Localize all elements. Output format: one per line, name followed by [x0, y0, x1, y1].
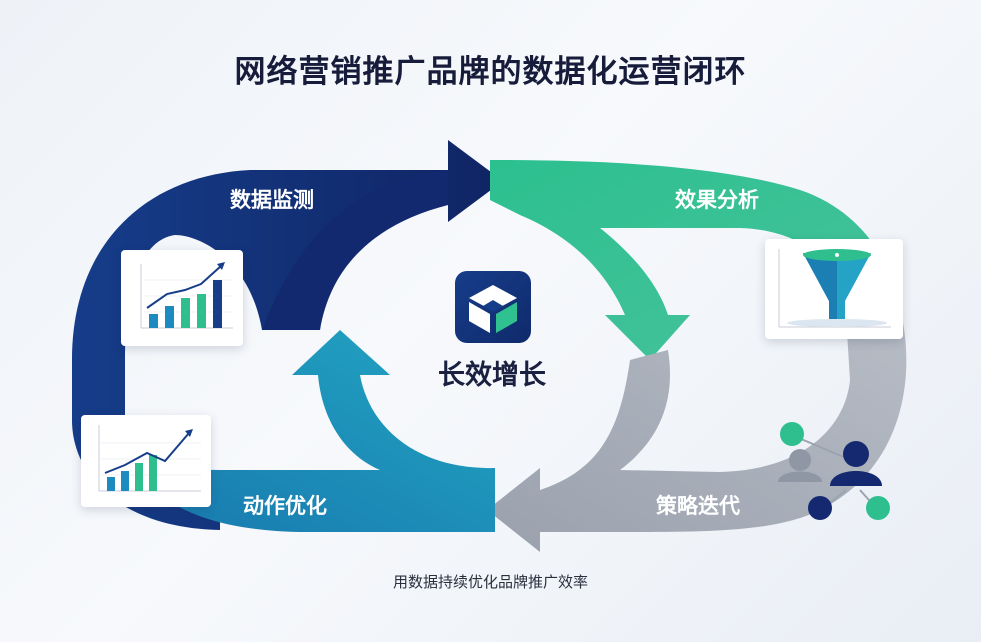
- chart-card-optimize: [81, 415, 211, 507]
- stage-label-analysis: 效果分析: [675, 188, 759, 212]
- bar-line-chart-icon: [98, 425, 201, 492]
- cube-logo-icon: [455, 271, 531, 343]
- team-card-iteration: [764, 420, 896, 526]
- stage-arrow-monitor-inner: [262, 170, 448, 330]
- stage-label-monitor: 数据监测: [230, 188, 314, 212]
- funnel-chart-icon: [778, 249, 891, 328]
- team-network-icon: [778, 422, 890, 520]
- page-title: 网络营销推广品牌的数据化运营闭环: [234, 54, 747, 90]
- center-label: 长效增长: [438, 359, 547, 391]
- stage-arrow-optimize: [125, 330, 495, 532]
- chart-card-monitor: [121, 250, 243, 346]
- bar-line-chart-icon: [140, 262, 233, 329]
- stage-arrow-analysis: [490, 160, 898, 360]
- chart-card-analysis: [765, 239, 903, 339]
- stage-label-optimize: 动作优化: [243, 494, 327, 518]
- stage-label-iteration: 策略迭代: [656, 494, 740, 518]
- stage-arrow-iteration: [487, 300, 907, 552]
- page-subtitle: 用数据持续优化品牌推广效率: [392, 573, 588, 591]
